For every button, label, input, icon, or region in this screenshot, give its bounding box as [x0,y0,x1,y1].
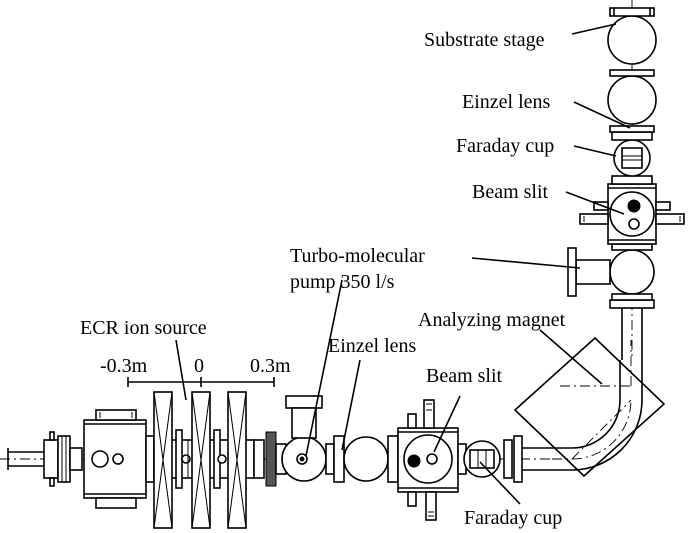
leader-turbo-pump [471,257,581,269]
label-einzel-lens-bottom: Einzel lens [328,335,417,357]
label-beam-slit-bottom: Beam slit [426,365,503,387]
leader-faraday-cup-top [573,145,617,157]
turbo-pump-port [567,243,655,301]
leader-turbo-pump-bottom [305,279,343,457]
leader-einzel-lens-bottom [341,359,361,451]
leader-analyzing-magnet [539,329,603,385]
leader-lines [175,23,631,505]
labels: Substrate stage Einzel lens Faraday cup … [80,29,566,529]
label-turbo-pump-line1: Turbo-molecular [290,245,425,267]
label-faraday-cup-bottom: Faraday cup [464,507,562,529]
ecr-coils [153,391,255,529]
faraday-cup-top-device [611,131,653,185]
label-einzel-lens-top: Einzel lens [462,91,551,113]
scale-left-label: -0.3m [100,355,148,377]
leader-beam-slit-bottom [433,395,461,453]
substrate-stage-device [607,7,657,65]
label-turbo-pump-line2: pump 350 l/s [290,271,395,293]
leader-faraday-cup-bottom [479,461,521,505]
extraction-flanges [253,431,287,487]
einzel-lens-top-device [607,69,657,133]
faraday-cup-bottom-device [463,435,523,483]
leader-ecr-source [175,339,187,401]
analyzing-magnet-device [513,336,666,478]
label-beam-slit-top: Beam slit [472,181,549,203]
label-substrate-stage: Substrate stage [424,29,545,51]
leader-einzel-lens-top [573,101,631,129]
scale-right-label: 0.3m [250,355,291,377]
leader-beam-slit-top [565,191,625,215]
label-faraday-cup-top: Faraday cup [456,135,554,157]
label-analyzing-magnet: Analyzing magnet [418,309,566,331]
leader-substrate-stage [571,23,617,35]
beam-slit-bottom-device [397,399,467,521]
source-feedthrough [7,431,83,487]
label-ecr-ion-source: ECR ion source [80,317,207,339]
beam-pipe-bottom [522,447,552,471]
turbo-pump-chamber [281,395,335,482]
scale-center-label: 0 [194,355,204,377]
einzel-lens-bottom-device [333,435,399,483]
source-chamber [83,409,155,509]
beam-slit-top-device [579,183,685,245]
scale-bar: -0.3m 0 0.3m [100,355,291,387]
